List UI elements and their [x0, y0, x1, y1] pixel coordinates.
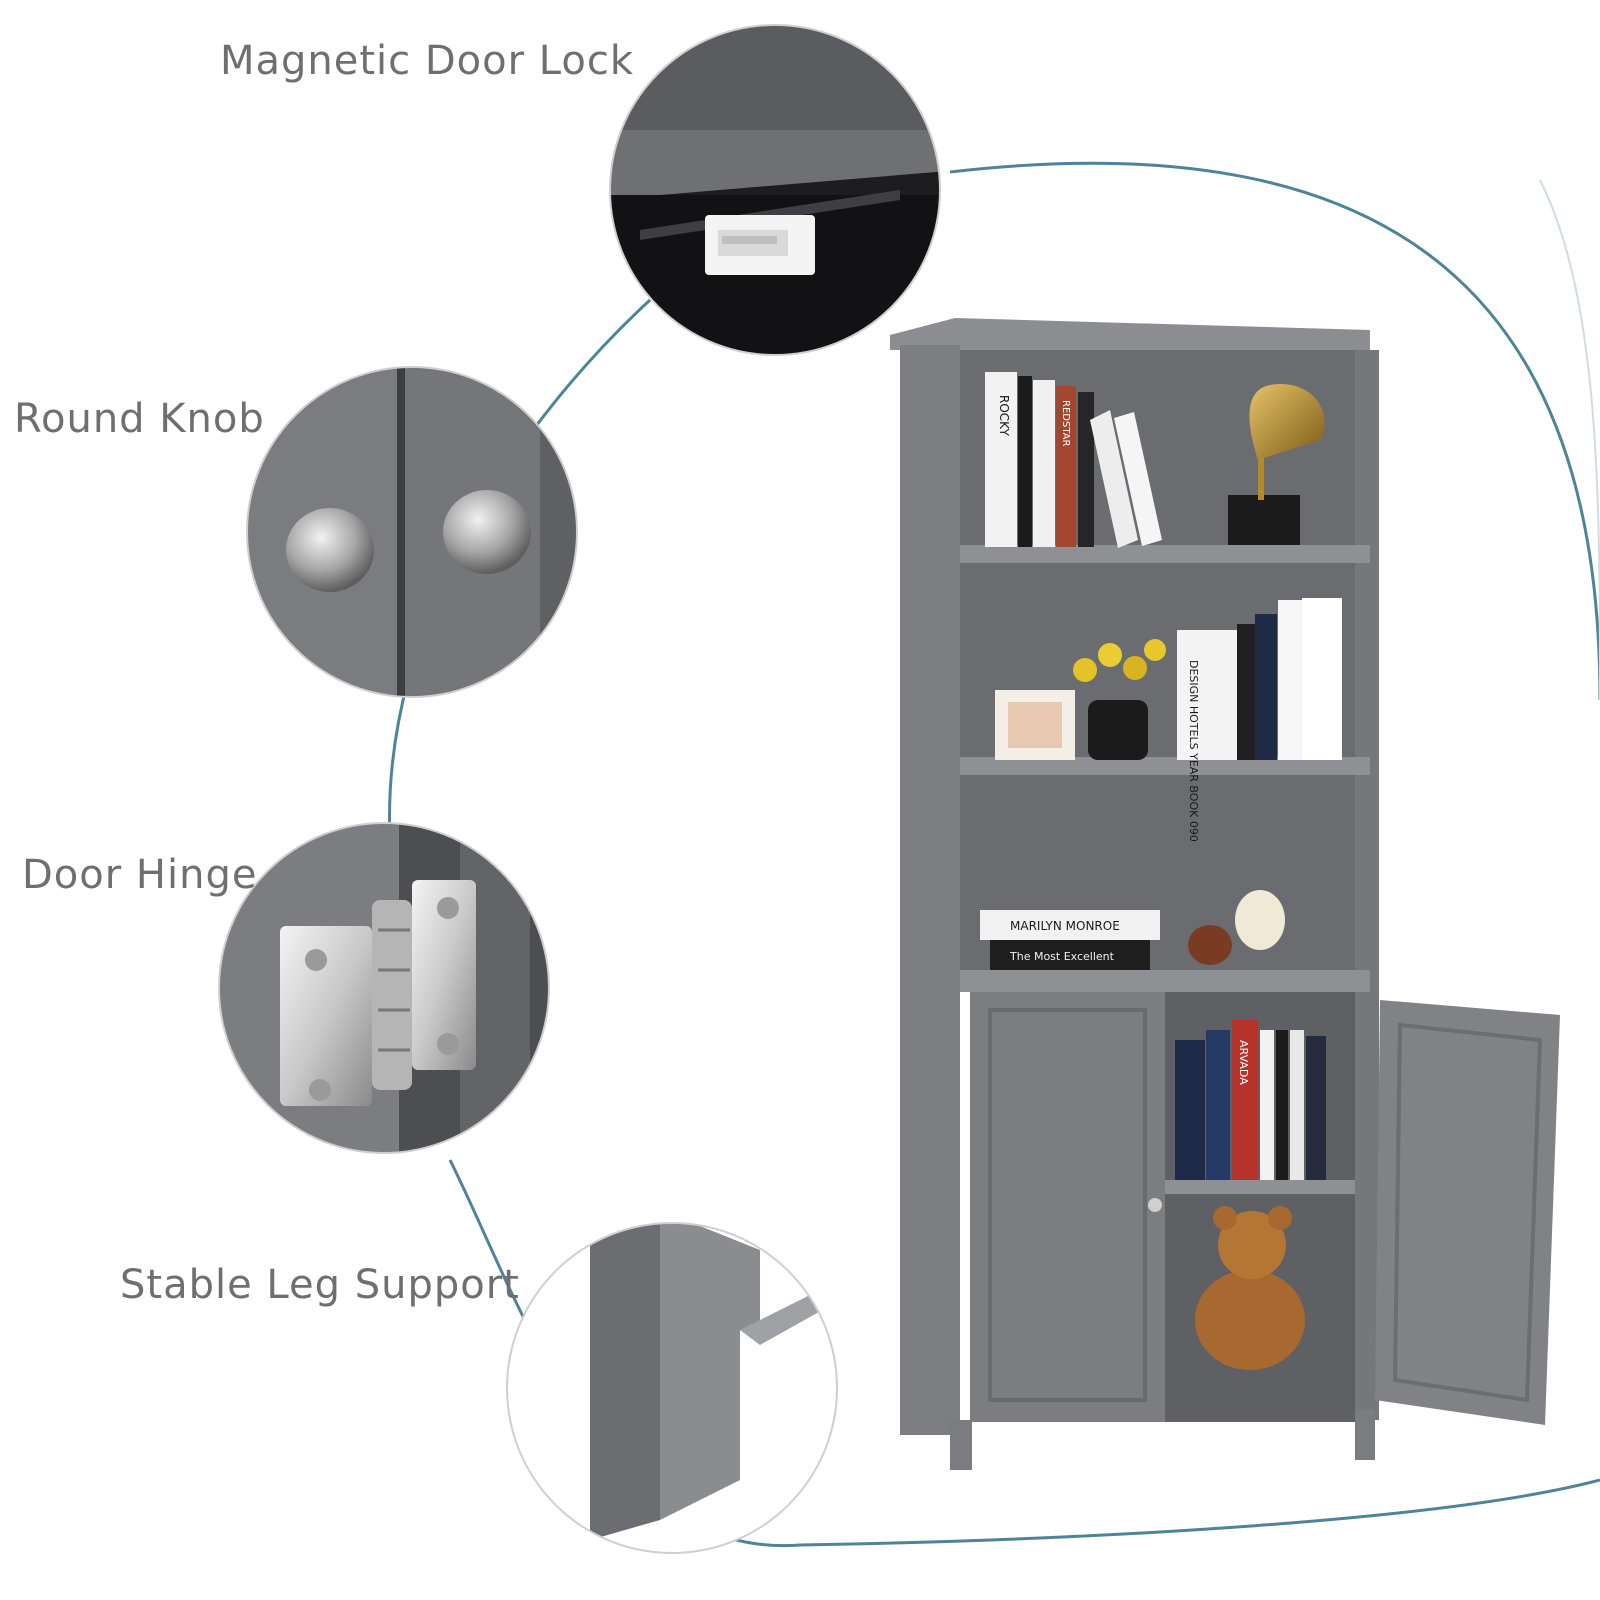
stable-leg-support-label: Stable Leg Support	[120, 1262, 520, 1308]
bookcase: ROCKY REDSTAR DESIGN HOTELS YEAR BOOK 09…	[890, 318, 1560, 1470]
door-hinge-closeup	[218, 822, 550, 1154]
knob-left-icon	[286, 508, 374, 592]
round-knob-label: Round Knob	[14, 396, 265, 442]
teddy-bear-icon	[1195, 1270, 1305, 1370]
knob-right-icon	[443, 490, 531, 574]
magnetic-lock-closeup	[609, 24, 941, 356]
round-knob-closeup	[246, 366, 578, 698]
book-title-marilyn: MARILYN MONROE	[1010, 919, 1120, 933]
door-hinge-label: Door Hinge	[22, 852, 258, 898]
book-title-design: DESIGN HOTELS YEAR BOOK 090	[1187, 660, 1200, 842]
magnetic-door-lock-label: Magnetic Door Lock	[220, 38, 634, 84]
book-title-redstar: REDSTAR	[1060, 400, 1071, 446]
leg-support-closeup	[506, 1222, 838, 1554]
book-title-arvada: ARVADA	[1237, 1040, 1250, 1085]
book-title-rocky: ROCKY	[997, 395, 1011, 437]
book-title-excellent: The Most Excellent	[1009, 950, 1115, 963]
